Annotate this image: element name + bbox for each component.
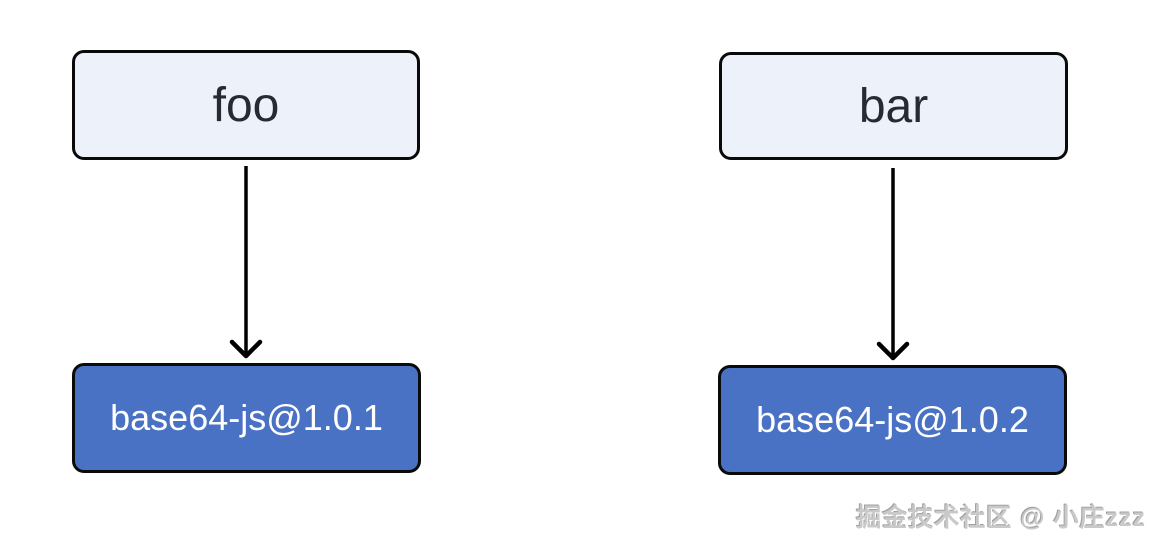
arrowhead-icon xyxy=(229,339,263,359)
dependency-arrow-foo xyxy=(229,166,263,359)
arrowhead-icon xyxy=(876,341,910,361)
dependency-arrow-bar xyxy=(876,168,910,361)
node-foo-label: foo xyxy=(212,78,280,132)
node-base64-js-1-0-1-label: base64-js@1.0.1 xyxy=(110,397,383,438)
node-base64-js-1-0-2-label: base64-js@1.0.2 xyxy=(756,399,1029,440)
node-bar: bar xyxy=(719,52,1068,160)
watermark: 掘金技术社区 @ 小庄zzz xyxy=(856,504,1146,532)
node-foo: foo xyxy=(72,50,420,160)
node-base64-js-1-0-1: base64-js@1.0.1 xyxy=(72,363,421,473)
node-base64-js-1-0-2: base64-js@1.0.2 xyxy=(718,365,1067,475)
node-bar-label: bar xyxy=(858,79,929,133)
